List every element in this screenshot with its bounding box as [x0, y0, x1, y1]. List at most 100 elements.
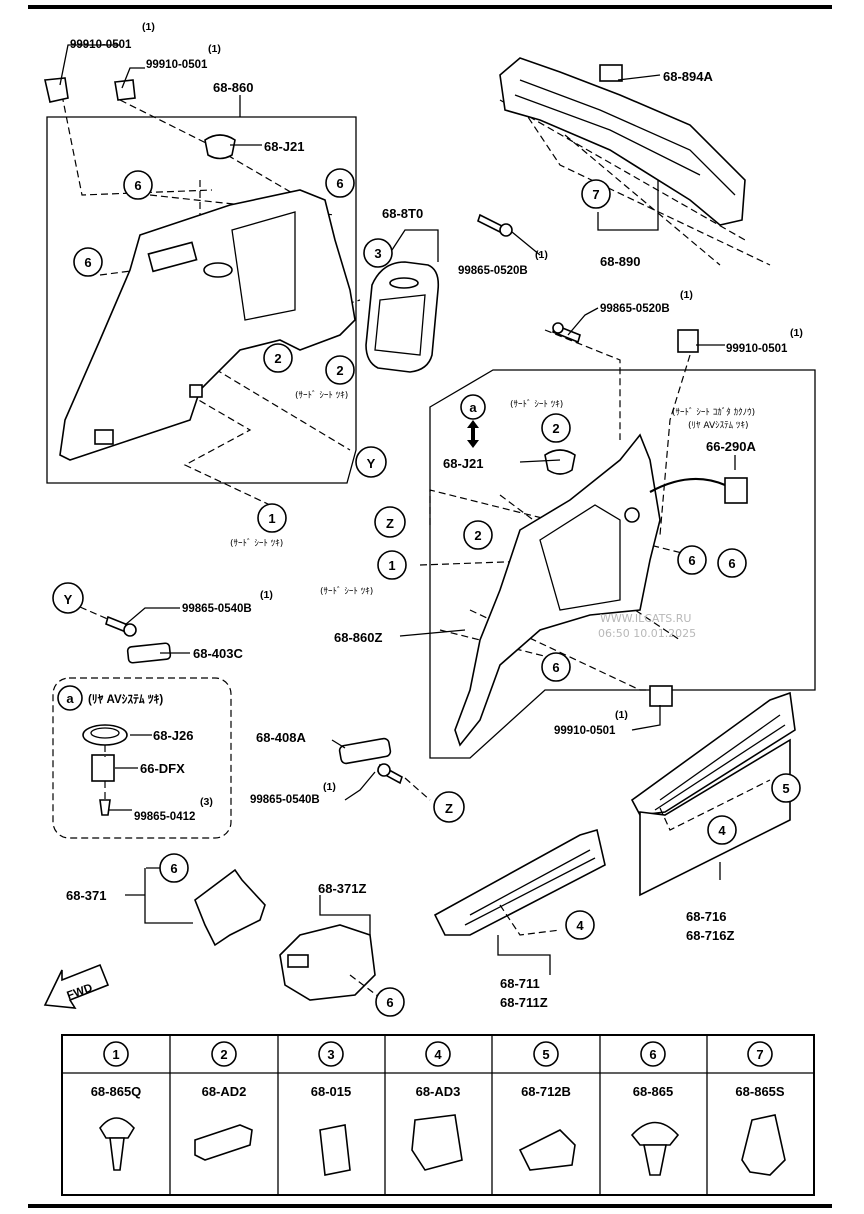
svg-text:68-860: 68-860	[213, 80, 253, 95]
quarter-trim-window	[231, 211, 296, 321]
harness-connector	[724, 477, 748, 504]
svg-text:99865-0412: 99865-0412	[134, 811, 195, 823]
av-detail-box	[52, 677, 232, 839]
svg-text:(ﾘﾔ AVｼｽﾃﾑ ﾂｷ): (ﾘﾔ AVｼｽﾃﾑ ﾂｷ)	[88, 693, 163, 706]
clip-865s-icon	[741, 1114, 786, 1176]
part-callouts: (1) 99910-0501 (1) 99910-0501 68-860 68-…	[66, 21, 803, 1010]
svg-text:(1): (1)	[615, 709, 628, 721]
legend-icons	[99, 1114, 786, 1176]
svg-text:68-716Z: 68-716Z	[686, 928, 734, 943]
legend-number-7: 7	[756, 1047, 763, 1062]
svg-text:6: 6	[386, 995, 393, 1010]
svg-text:(1): (1)	[142, 21, 155, 33]
svg-text:(ｻｰﾄﾞ ｼｰﾄ ﾂｷ): (ｻｰﾄﾞ ｼｰﾄ ﾂｷ)	[295, 390, 348, 401]
lid-assy	[365, 261, 440, 373]
screw-top	[477, 213, 503, 234]
legend-circle-5	[533, 1041, 559, 1067]
legend-number-1: 1	[112, 1047, 119, 1062]
svg-text:68-711Z: 68-711Z	[500, 995, 548, 1010]
svg-text:5: 5	[782, 781, 789, 796]
svg-text:99910-0501: 99910-0501	[726, 343, 788, 355]
svg-text:(1): (1)	[323, 781, 336, 793]
svg-text:68-403C: 68-403C	[193, 646, 243, 661]
legend-part-5: 68-712B	[521, 1084, 571, 1099]
svg-text:6: 6	[170, 861, 177, 876]
jack-cover-top	[204, 134, 236, 160]
svg-text:Z: Z	[386, 516, 394, 531]
left-panel-frame	[46, 116, 357, 484]
svg-text:2: 2	[552, 421, 559, 436]
room-light-left	[126, 642, 172, 664]
svg-text:(ｻｰﾄﾞ ｼｰﾄ ｺｶﾞﾀ ｶｸﾉｳ): (ｻｰﾄﾞ ｼｰﾄ ｺｶﾞﾀ ｶｸﾉｳ)	[672, 407, 755, 418]
svg-text:6: 6	[134, 178, 141, 193]
legend-circle-1	[103, 1041, 129, 1067]
legend-part-3: 68-015	[311, 1084, 351, 1099]
svg-text:a: a	[66, 691, 74, 706]
svg-text:4: 4	[576, 918, 584, 933]
svg-text:2: 2	[274, 351, 281, 366]
svg-text:Y: Y	[367, 456, 376, 471]
svg-text:99865-0540B: 99865-0540B	[182, 603, 252, 615]
svg-text:68-371: 68-371	[66, 888, 106, 903]
bottom-rule	[28, 1204, 832, 1208]
svg-text:68-890: 68-890	[600, 254, 640, 269]
svg-text:6: 6	[336, 176, 343, 191]
svg-text:(1): (1)	[680, 289, 693, 301]
svg-text:68-408A: 68-408A	[256, 730, 306, 745]
svg-text:68-716: 68-716	[686, 909, 726, 924]
legend-columns: 168-865Q268-AD2368-015468-AD3568-712B668…	[91, 1041, 785, 1099]
clip-865q-icon	[99, 1117, 135, 1139]
fwd-arrow	[43, 963, 110, 1009]
clip-ad2-icon	[194, 1124, 253, 1161]
legend-part-2: 68-AD2	[202, 1084, 247, 1099]
svg-text:7: 7	[592, 187, 599, 202]
svg-text:68-J21: 68-J21	[264, 139, 304, 154]
clip-top-a	[44, 77, 69, 103]
svg-text:68-J21: 68-J21	[443, 456, 483, 471]
svg-text:3: 3	[374, 246, 381, 261]
jack-cover-mid	[544, 449, 576, 475]
svg-text:1: 1	[268, 511, 275, 526]
top-rule	[28, 5, 832, 9]
svg-text:99865-0520B: 99865-0520B	[458, 265, 528, 277]
svg-text:6: 6	[728, 556, 735, 571]
room-light-right	[338, 737, 392, 765]
svg-text:6: 6	[552, 660, 559, 675]
legend-number-5: 5	[542, 1047, 549, 1062]
legend-part-4: 68-AD3	[416, 1084, 461, 1099]
svg-text:68-894A: 68-894A	[663, 69, 713, 84]
circle-markers: 6 6 6 3 2 2 1 7 2 2 1 6 6 6 6 6 4 4 5	[73, 168, 801, 1017]
svg-text:99910-0501: 99910-0501	[146, 59, 208, 71]
svg-text:99865-0520B: 99865-0520B	[600, 303, 670, 315]
rear-end-trim	[499, 57, 746, 226]
svg-text:a: a	[469, 400, 477, 415]
svg-text:99910-0501: 99910-0501	[70, 39, 132, 51]
svg-text:Z: Z	[445, 801, 453, 816]
svg-text:6: 6	[688, 553, 695, 568]
clip-top-b	[114, 79, 136, 101]
svg-text:66-DFX: 66-DFX	[140, 761, 185, 776]
av-screw	[99, 799, 111, 816]
letter-markers: Y Z a Y Z a	[52, 394, 486, 823]
svg-text:4: 4	[718, 823, 726, 838]
legend-circle-4	[425, 1041, 451, 1067]
svg-text:(ｻｰﾄﾞ ｼｰﾄ ﾂｷ): (ｻｰﾄﾞ ｼｰﾄ ﾂｷ)	[230, 538, 283, 549]
clip-mid	[677, 329, 699, 353]
svg-text:(1): (1)	[535, 249, 548, 261]
svg-text:(1): (1)	[790, 327, 803, 339]
clip-865-icon	[630, 1121, 680, 1146]
legend-part-7: 68-865S	[735, 1084, 784, 1099]
svg-text:Y: Y	[64, 592, 73, 607]
svg-text:68-371Z: 68-371Z	[318, 881, 366, 896]
av-unit	[91, 754, 115, 782]
svg-text:68-860Z: 68-860Z	[334, 630, 382, 645]
legend-circle-3	[318, 1041, 344, 1067]
rear-trim-clip	[599, 64, 623, 82]
clip-015-icon	[319, 1124, 351, 1176]
svg-text:(1): (1)	[208, 43, 221, 55]
svg-text:(ｻｰﾄﾞ ｼｰﾄ ﾂｷ): (ｻｰﾄﾞ ｼｰﾄ ﾂｷ)	[510, 399, 563, 410]
watermark-date: 06:50 10.01.2025	[598, 627, 696, 640]
svg-text:68-J26: 68-J26	[153, 728, 193, 743]
legend-number-2: 2	[220, 1047, 227, 1062]
svg-text:99910-0501: 99910-0501	[554, 725, 616, 737]
